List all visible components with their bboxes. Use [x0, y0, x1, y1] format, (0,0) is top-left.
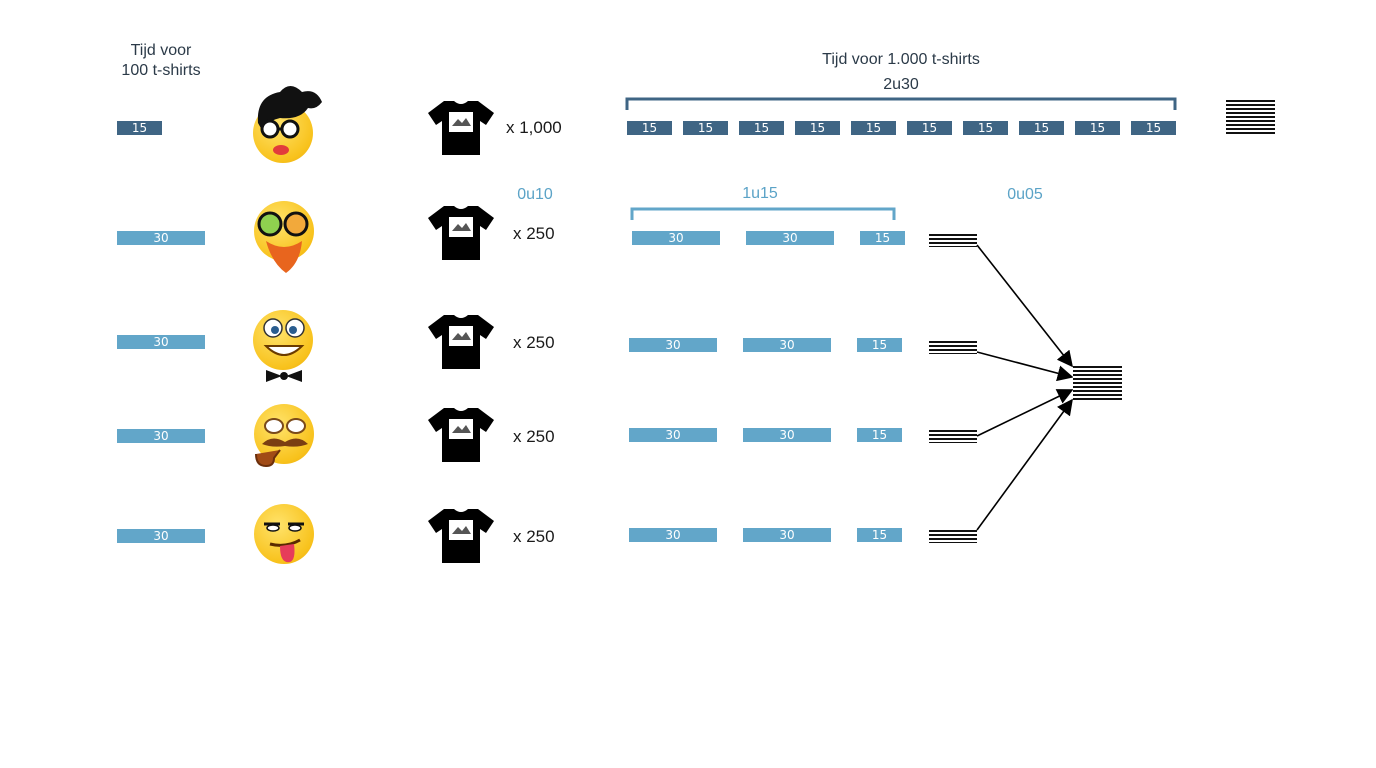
- team-segment: 30: [629, 338, 717, 352]
- merged-document-stack-icon: [1073, 366, 1122, 401]
- single-segment: 15: [1075, 121, 1120, 135]
- team-3-bar-100: 30: [117, 429, 205, 443]
- team-segment: 30: [746, 231, 834, 245]
- time-100-label: Tijd voor 100 t-shirts: [121, 42, 201, 79]
- single-segment: 15: [739, 121, 784, 135]
- woman-hair-icon: [257, 86, 322, 155]
- document-stack-icon: [929, 234, 977, 247]
- team-segment: 15: [860, 231, 905, 245]
- team-segment: 15: [857, 338, 902, 352]
- single-segment: 15: [795, 121, 840, 135]
- team-4-multiplier: x 250: [513, 527, 555, 546]
- mustache-pipe-icon: [255, 418, 308, 468]
- document-stack-icon: [929, 341, 977, 354]
- tongue-out-icon: [264, 522, 304, 563]
- document-stack-icon: [1226, 100, 1275, 135]
- single-multiplier: x 1,000: [506, 118, 562, 137]
- team-prep-label: 0u10: [517, 186, 553, 203]
- document-stack-icon: [929, 430, 977, 443]
- team-segment: 30: [743, 338, 831, 352]
- time-1000-label: Tijd voor 1.000 t-shirts: [822, 51, 980, 68]
- team-segment: 30: [743, 528, 831, 542]
- team-3-multiplier: x 250: [513, 427, 555, 446]
- single-segment: 15: [1131, 121, 1176, 135]
- single-segment: 15: [851, 121, 896, 135]
- single-segment: 15: [627, 121, 672, 135]
- team-segment: 30: [629, 528, 717, 542]
- tshirt-icon: [428, 315, 494, 369]
- team-segment: 30: [743, 428, 831, 442]
- tshirt-icon: [428, 509, 494, 563]
- tshirt-icon: [428, 206, 494, 260]
- single-segment: 15: [963, 121, 1008, 135]
- tshirt-icon: [428, 408, 494, 462]
- team-2-multiplier: x 250: [513, 333, 555, 352]
- single-segment: 15: [1019, 121, 1064, 135]
- team-1-bar-100: 30: [117, 231, 205, 245]
- single-segment: 15: [683, 121, 728, 135]
- grinning-bowtie-emoji-icon: [253, 310, 313, 370]
- single-segment: 15: [907, 121, 952, 135]
- team-work-label: 1u15: [742, 185, 778, 202]
- team-4-bar-100: 30: [117, 529, 205, 543]
- team-2-bar-100: 30: [117, 335, 205, 349]
- document-stack-icon: [929, 530, 977, 543]
- total-single-label: 2u30: [883, 76, 919, 93]
- single-bracket: [625, 97, 1177, 110]
- tshirt-icon: [428, 101, 494, 155]
- single-bar-100: 15: [117, 121, 162, 135]
- grinning-face-icon: [263, 318, 305, 382]
- team-segment: 30: [629, 428, 717, 442]
- team-segment: 30: [632, 231, 720, 245]
- team-1-multiplier: x 250: [513, 224, 555, 243]
- team-bracket: [630, 207, 896, 220]
- team-segment: 15: [857, 428, 902, 442]
- team-segment: 15: [857, 528, 902, 542]
- rainbow-glasses-icon: [257, 211, 309, 273]
- team-merge-label: 0u05: [1007, 186, 1043, 203]
